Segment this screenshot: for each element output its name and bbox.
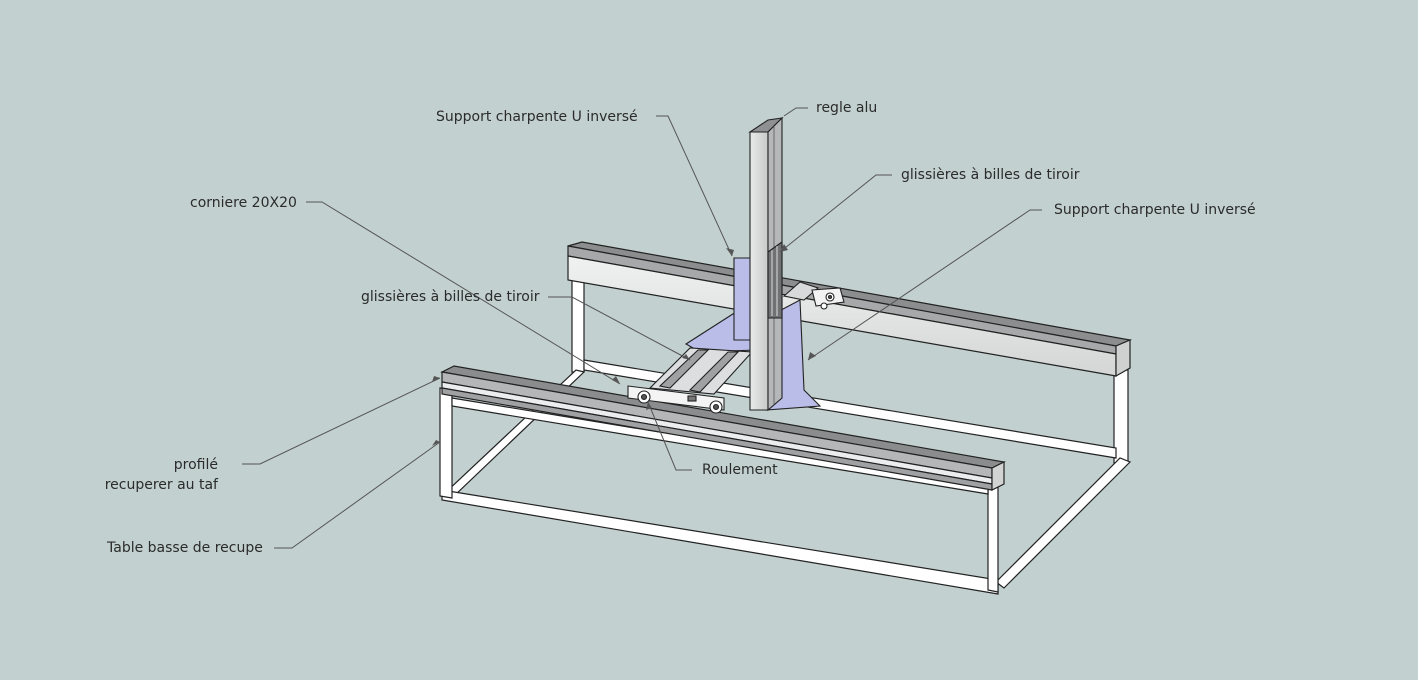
label-support-top: Support charpente U inversé [436, 109, 638, 125]
leader-table-basse [274, 441, 441, 549]
leader-support-right [807, 209, 1042, 361]
label-roulement: Roulement [702, 462, 778, 478]
label-glissieres-left: glissières à billes de tiroir [361, 289, 540, 305]
leader-glissieres-left [548, 296, 691, 361]
label-profile-line2: recuperer au taf [104, 477, 218, 493]
leader-support-top [656, 115, 733, 257]
label-regle-alu: regle alu [816, 100, 878, 116]
leader-lines [242, 107, 1042, 549]
leader-regle-alu [783, 107, 808, 117]
leader-roulement [647, 401, 692, 471]
front-beam [440, 365, 1006, 491]
back-beam [567, 241, 1133, 378]
label-table-basse: Table basse de recupe [107, 540, 263, 556]
vertical-assembly [733, 116, 845, 412]
leader-glissieres-right [779, 174, 892, 253]
leader-corniere [306, 201, 621, 385]
leader-arrowheads [432, 244, 816, 446]
label-corniere: corniere 20X20 [190, 195, 297, 211]
leader-profile [242, 377, 441, 465]
label-support-right: Support charpente U inversé [1054, 202, 1256, 218]
label-profile-line1: profilé [173, 457, 218, 473]
label-glissieres-right: glissières à billes de tiroir [901, 167, 1080, 183]
